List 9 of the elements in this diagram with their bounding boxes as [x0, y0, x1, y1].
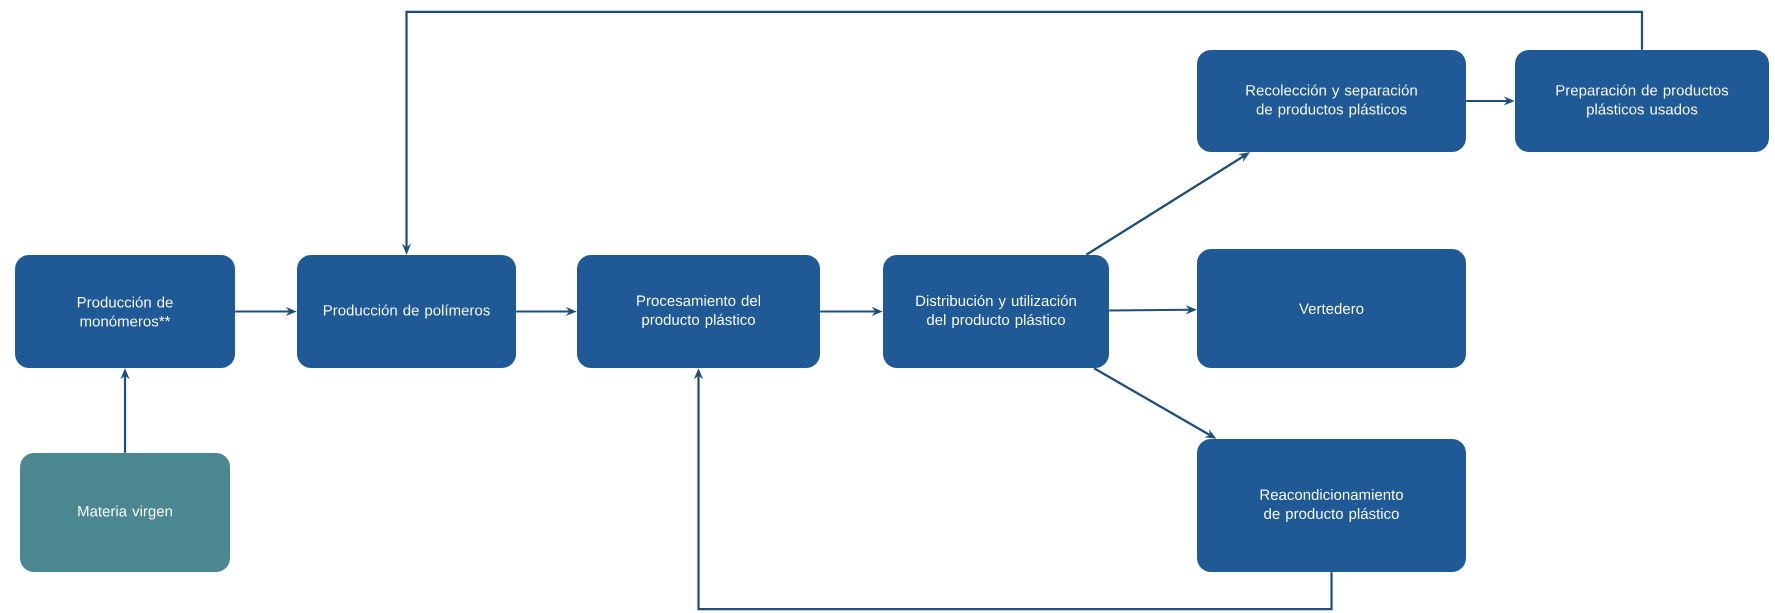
process-box: Distribución y utilización del producto plástico [883, 255, 1109, 368]
process-box: Producción de polímeros [297, 255, 516, 368]
source-box: Materia virgen [20, 453, 230, 572]
process-box: Producción de monómeros** [15, 255, 235, 368]
process-box: Procesamiento del producto plástico [577, 255, 820, 368]
process-box: Reacondicionamiento de producto plástico [1197, 439, 1466, 572]
process-box: Preparación de productos plásticos usados [1515, 50, 1769, 152]
process-box: Recolección y separación de productos plásticos [1197, 50, 1466, 152]
process-box: Vertedero [1197, 249, 1466, 368]
